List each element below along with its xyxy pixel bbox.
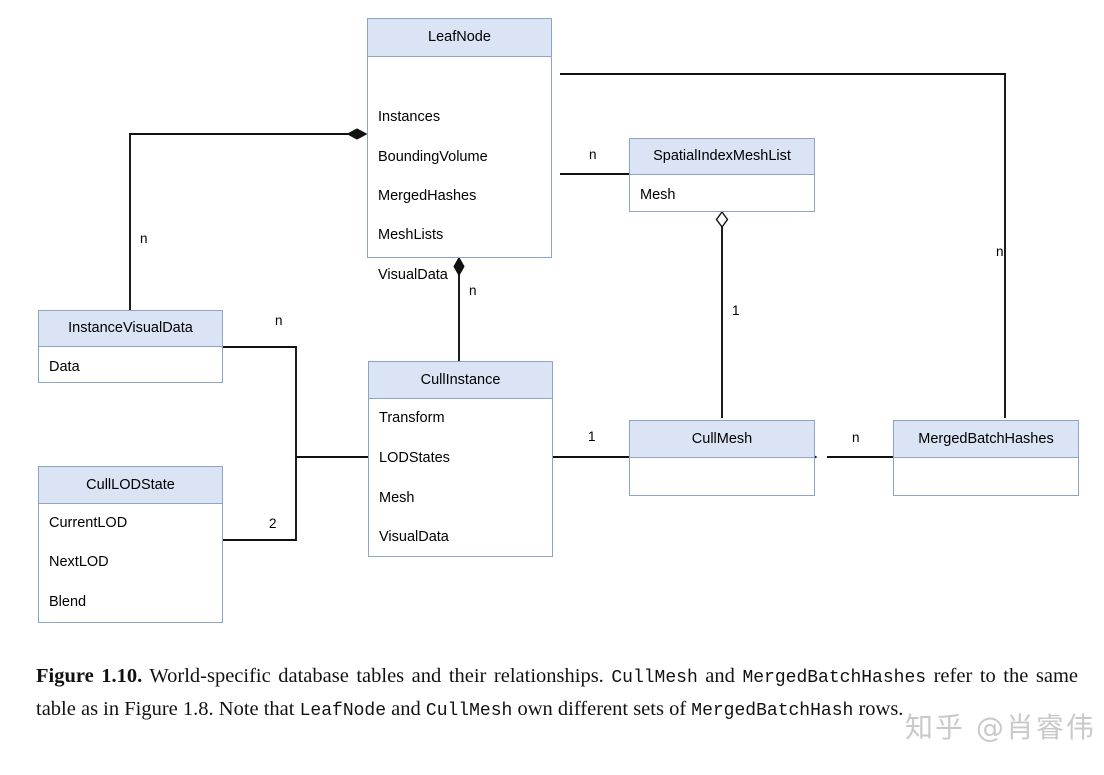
field-lodstates: LODStates [379, 450, 450, 466]
field-boundingvolume: BoundingVolume [378, 149, 488, 165]
uml-box-mergedbatchhashes[interactable]: MergedBatchHashes [893, 420, 1079, 496]
field-data: Data [49, 359, 80, 375]
uml-box-cullmesh-title: CullMesh [630, 421, 814, 458]
edge-label-mergedbatchhashes-leafnode: n [996, 244, 1004, 259]
uml-box-cullmesh[interactable]: CullMesh [629, 420, 815, 496]
edge-label-instancevisualdata-cullinstance: n [275, 313, 283, 328]
field-currentlod: CurrentLOD [49, 515, 128, 531]
uml-box-cullinstance[interactable]: CullInstance Transform LODStates Mesh Vi… [368, 361, 553, 557]
caption-seg4: and [391, 698, 421, 721]
connector-cullmesh-spatialindexmeshlist [715, 210, 729, 418]
caption-seg3: refer to the same table as in Figure 1.8… [36, 665, 1078, 721]
uml-box-leafnode-fields: Instances BoundingVolume MergedHashes Me… [368, 57, 551, 282]
caption-mono2: MergedBatchHashes [742, 668, 927, 688]
edge-label-cullinstance-cullmesh: 1 [588, 429, 596, 444]
uml-box-instancevisualdata-title: InstanceVisualData [39, 311, 222, 347]
uml-box-culllodstate-fields: CurrentLOD NextLOD Blend [39, 504, 222, 623]
field-visualdata-ci: VisualData [379, 529, 449, 545]
caption-label: Figure 1.10. [36, 665, 143, 687]
field-visualdata: VisualData [378, 267, 448, 283]
uml-box-leafnode-title: LeafNode [368, 19, 551, 57]
field-nextlod: NextLOD [49, 554, 109, 570]
edge-label-cullmesh-spatialindexmeshlist: 1 [732, 303, 740, 318]
caption-mono5: MergedBatchHash [691, 701, 854, 722]
caption-seg6: rows. [858, 698, 904, 721]
uml-box-instancevisualdata[interactable]: InstanceVisualData Data [38, 310, 223, 383]
caption-seg5: own different sets of [517, 698, 687, 721]
uml-box-cullinstance-title: CullInstance [369, 362, 552, 399]
connector-mergedbatchhashes-leafnode [529, 68, 1006, 418]
uml-box-cullmesh-fields [630, 458, 814, 496]
connector-cullinstance-leafnode [453, 256, 465, 362]
connector-lodstates-bracket [223, 346, 368, 541]
field-mergedhashes: MergedHashes [378, 188, 477, 204]
edge-label-spatialindexmeshlist-leafnode: n [589, 147, 597, 162]
uml-box-mergedbatchhashes-fields [894, 458, 1078, 496]
field-blend: Blend [49, 594, 87, 610]
uml-box-spatialindexmeshlist-title: SpatialIndexMeshList [630, 139, 814, 175]
figure-caption: Figure 1.10. World-specific database tab… [36, 660, 1078, 726]
uml-box-mergedbatchhashes-title: MergedBatchHashes [894, 421, 1078, 458]
uml-box-instancevisualdata-fields: Data [39, 347, 222, 383]
field-mesh-ci: Mesh [379, 490, 415, 506]
edge-label-cullinstance-leafnode: n [469, 283, 477, 298]
uml-box-cullinstance-fields: Transform LODStates Mesh VisualData [369, 399, 552, 557]
field-mesh: Mesh [640, 187, 676, 203]
caption-seg1: World-specific database tables and their… [149, 665, 604, 687]
caption-mono3: LeafNode [299, 701, 387, 722]
caption-mono4: CullMesh [425, 701, 513, 722]
field-meshlists: MeshLists [378, 227, 444, 243]
uml-box-spatialindexmeshlist-fields: Mesh [630, 175, 814, 211]
caption-mono1: CullMesh [611, 668, 698, 688]
edge-label-culllodstate-cullinstance: 2 [269, 516, 277, 531]
caption-seg2: and [705, 665, 735, 687]
field-instances: Instances [378, 109, 441, 125]
connector-instancevisualdata-leafnode [129, 128, 368, 310]
edge-label-mergedbatchhashes-cullmesh: n [852, 430, 860, 445]
uml-box-culllodstate[interactable]: CullLODState CurrentLOD NextLOD Blend [38, 466, 223, 623]
edge-label-instancevisualdata-leafnode: n [140, 231, 148, 246]
uml-box-culllodstate-title: CullLODState [39, 467, 222, 504]
field-transform: Transform [379, 410, 445, 426]
uml-box-spatialindexmeshlist[interactable]: SpatialIndexMeshList Mesh [629, 138, 815, 212]
uml-box-leafnode[interactable]: LeafNode Instances BoundingVolume Merged… [367, 18, 552, 282]
